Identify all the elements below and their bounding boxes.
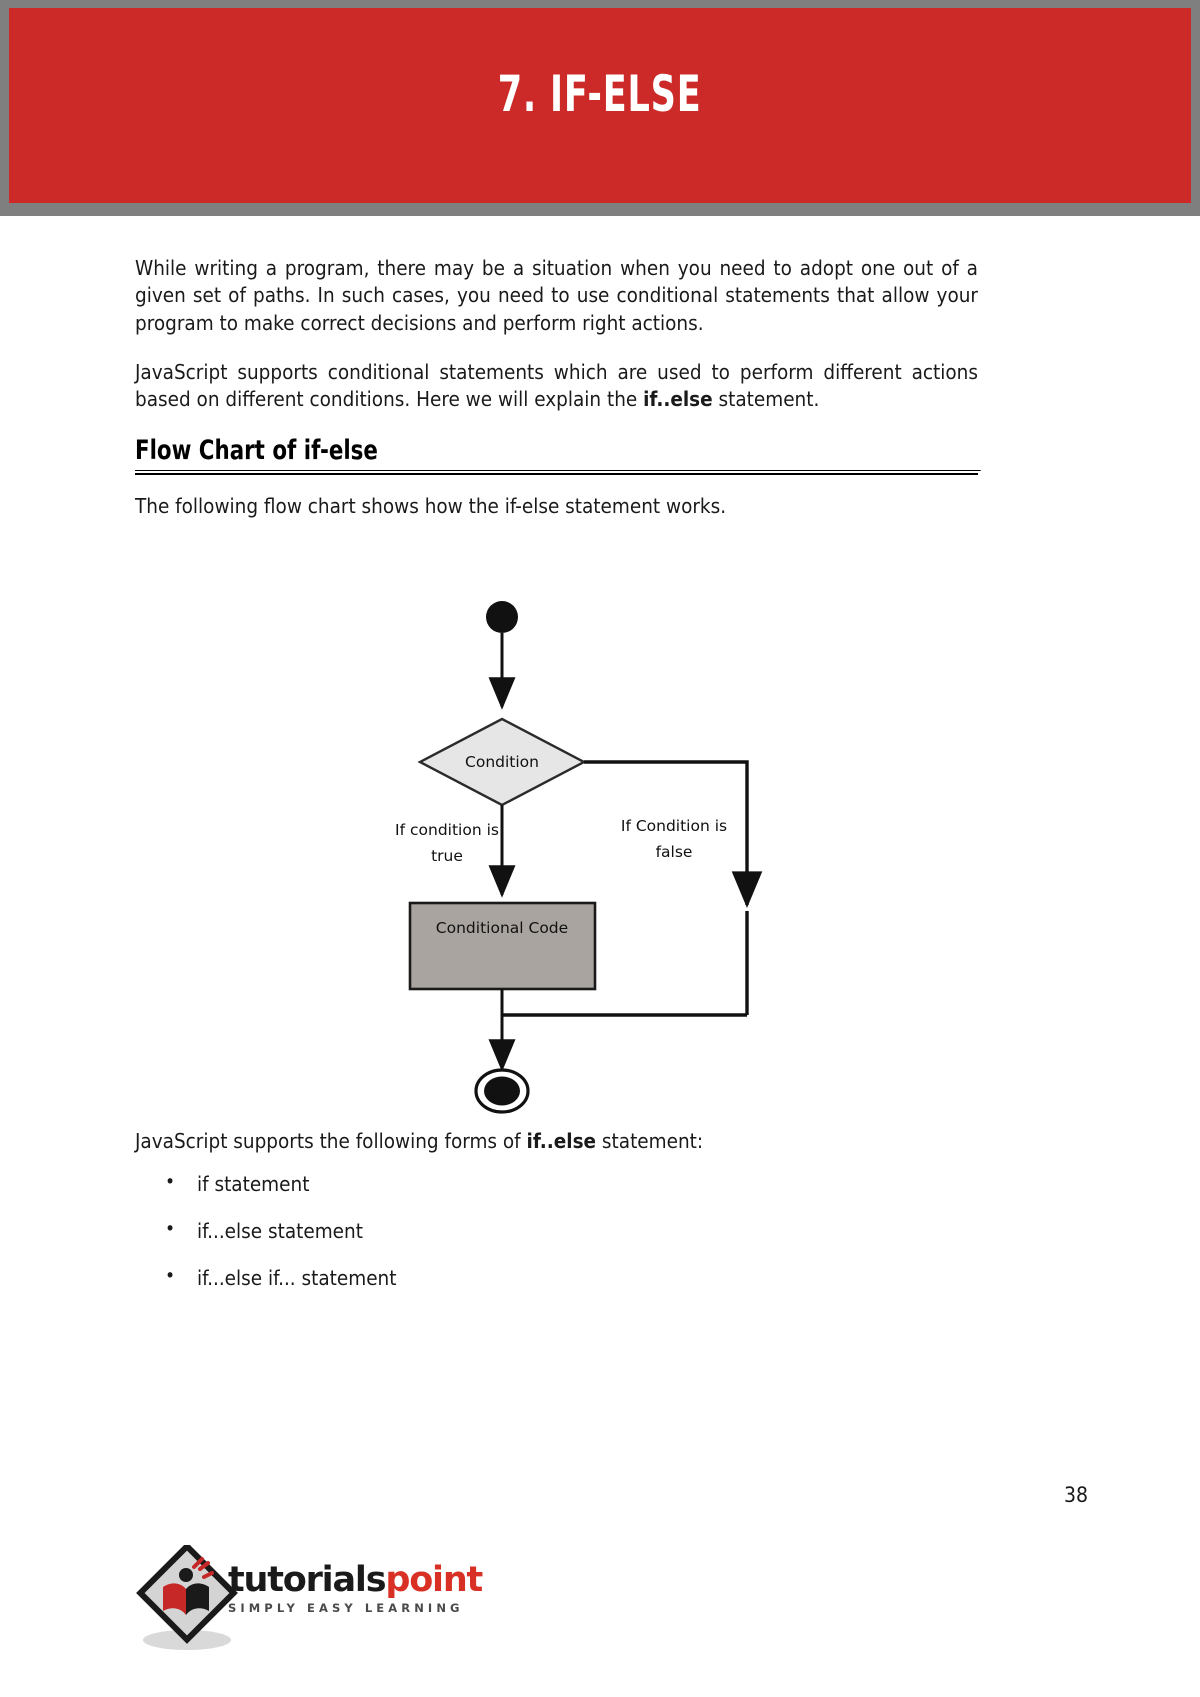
page-number: 38 [1063, 1483, 1088, 1507]
true-branch-label: If condition is true [395, 821, 499, 865]
logo-word-tutorials: tutorials [228, 1560, 387, 1600]
list-item-label: if...else if... statement [197, 1265, 397, 1290]
flow-chart-lead-text: The following flow chart shows how the i… [135, 493, 727, 518]
section-heading-flow-chart: Flow Chart of if-else [135, 435, 981, 472]
forms-section: JavaScript supports the following forms … [135, 1128, 978, 1311]
process-box: Conditional Code [408, 901, 597, 991]
tutorialspoint-logo: tutorialspoint SIMPLY EASY LEARNING [132, 1542, 552, 1655]
chapter-title: 7. IF-ELSE [498, 64, 702, 123]
heading-underline [135, 473, 978, 475]
intro-paragraph-2: JavaScript supports conditional statemen… [135, 359, 978, 414]
svg-text:false: false [656, 843, 693, 861]
paragraph-2-text-end: statement. [712, 387, 820, 411]
if-else-flowchart: Condition If condition is true If Condit… [330, 595, 810, 1115]
process-label: Conditional Code [436, 919, 568, 937]
list-item-label: if...else statement [197, 1218, 363, 1243]
chapter-banner: 7. IF-ELSE [9, 8, 1191, 203]
forms-intro-end: statement: [596, 1129, 704, 1153]
logo-wordmark: tutorialspoint [228, 1560, 483, 1600]
logo-diamond-icon [136, 1542, 238, 1650]
list-item-label: if statement [197, 1172, 310, 1197]
forms-list: if statement if...else statement if...el… [135, 1170, 978, 1292]
paragraph-2-text-start: JavaScript supports conditional statemen… [135, 359, 978, 411]
chapter-banner-frame: 7. IF-ELSE [0, 0, 1200, 216]
svg-text:true: true [431, 847, 463, 865]
logo-text: tutorialspoint SIMPLY EASY LEARNING [228, 1560, 483, 1616]
body-content: While writing a program, there may be a … [135, 255, 981, 520]
svg-text:If Condition is: If Condition is [621, 817, 727, 835]
forms-intro-start: JavaScript supports the following forms … [135, 1129, 527, 1153]
list-item: if...else statement [165, 1217, 978, 1245]
false-path-line [584, 760, 763, 1015]
decision-diamond: Condition [417, 717, 587, 807]
svg-text:If condition is: If condition is [395, 821, 499, 839]
forms-intro-keyword: if..else [526, 1129, 597, 1153]
list-item: if...else if... statement [165, 1264, 978, 1292]
if-else-keyword: if..else [643, 387, 713, 411]
logo-word-point: point [385, 1560, 483, 1600]
start-node [486, 601, 518, 633]
logo-tagline: SIMPLY EASY LEARNING [228, 1601, 464, 1615]
decision-label: Condition [465, 753, 539, 771]
false-branch-label: If Condition is false [621, 817, 727, 861]
forms-intro: JavaScript supports the following forms … [135, 1128, 978, 1155]
list-item: if statement [165, 1170, 978, 1198]
end-node [474, 1068, 530, 1114]
intro-paragraph-1: While writing a program, there may be a … [135, 256, 978, 335]
